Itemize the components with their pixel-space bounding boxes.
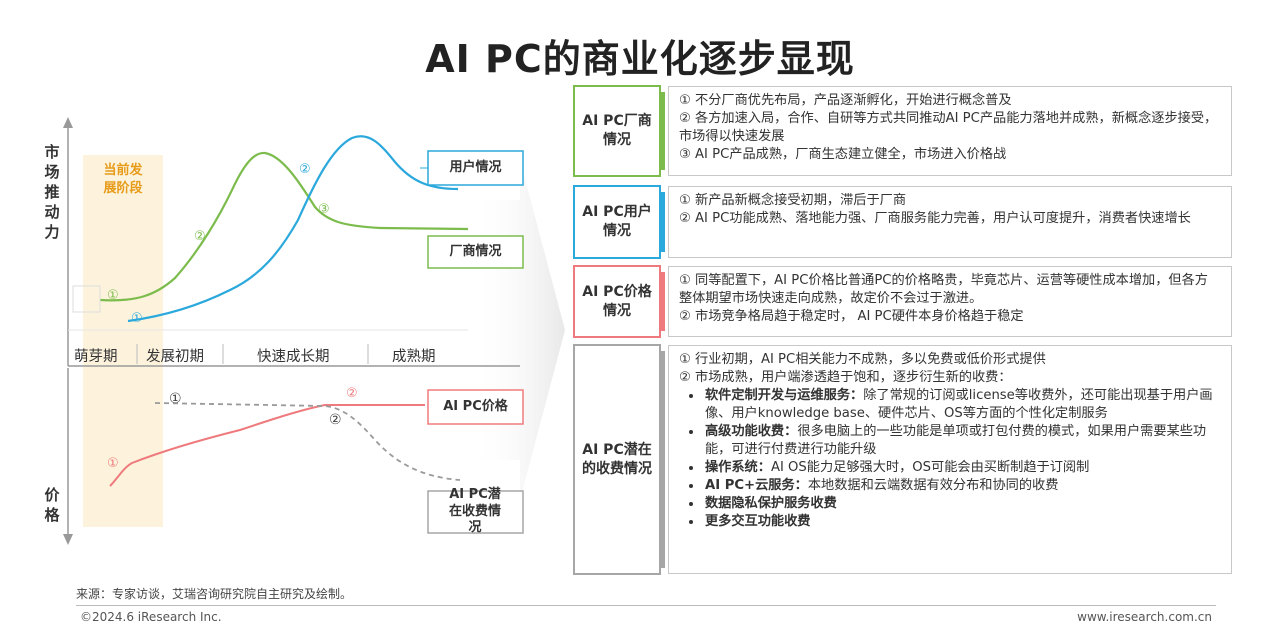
- row1-line: ② 各方加速入局，合作、自研等方式共同推动AI PC产品能力落地并成熟，新概念逐…: [679, 111, 1218, 144]
- row2-line: ② AI PC功能成熟、落地能力强、厂商服务能力完善，用户认可度提升，消费者快速…: [679, 211, 1191, 226]
- current-stage-band: [83, 155, 163, 527]
- transition-arrow: [470, 160, 565, 500]
- y-axis-top-label: 市场推动力: [44, 143, 60, 241]
- charge-bullet: 软件定制开发与运维服务：除了常规的订阅或license等收费外，还可能出现基于用…: [703, 387, 1221, 423]
- price-marker-1: ①: [107, 456, 119, 471]
- row3-accent-bar: [661, 272, 665, 331]
- source-note: 来源：专家访谈，艾瑞咨询研究院自主研究及绘制。: [76, 587, 353, 601]
- charge-label: AI PC潜在收费情况: [446, 487, 504, 535]
- row2-label: AI PC用户情况: [580, 192, 654, 252]
- vendor-marker-2: ②: [194, 229, 206, 244]
- y-axis-bottom-label: 价格: [44, 486, 60, 524]
- stage-germination: 萌芽期: [74, 349, 118, 365]
- row4-line: ① 行业初期，AI PC相关能力不成熟，多以免费或低价形式提供: [679, 352, 1046, 367]
- website-link[interactable]: www.iresearch.com.cn: [1077, 610, 1212, 624]
- copyright: ©2024.6 iResearch Inc.: [80, 610, 222, 624]
- page-title: AI PC的商业化逐步显现: [425, 37, 855, 81]
- stage-mature: 成熟期: [392, 349, 436, 365]
- charge-bullet: 更多交互功能收费: [703, 513, 1221, 531]
- row2-line: ① 新产品新概念接受初期，滞后于厂商: [679, 193, 907, 208]
- charge-marker-2: ②: [329, 412, 342, 428]
- row4-label: AI PC潜在的收费情况: [580, 351, 654, 568]
- charge-bullet: AI PC+云服务：本地数据和云端数据有效分布和协同的收费: [703, 477, 1221, 495]
- vendor-marker-3: ③: [318, 202, 330, 217]
- row1-accent-bar: [661, 92, 665, 170]
- charge-curve: [154, 402, 461, 481]
- charge-bullet-list: 软件定制开发与运维服务：除了常规的订阅或license等收费外，还可能出现基于用…: [679, 387, 1221, 531]
- user-marker-2: ②: [299, 162, 311, 177]
- stage-early-development: 发展初期: [146, 349, 204, 365]
- charge-marker-1: ①: [169, 391, 182, 407]
- row1-line: ③ AI PC产品成熟，厂商生态建立健全，市场进入价格战: [679, 147, 1007, 162]
- vendor-curve: [99, 151, 469, 302]
- row1-label: AI PC厂商情况: [580, 92, 654, 170]
- row4-line: ② 市场成熟，用户端渗透趋于饱和，逐步衍生新的收费：: [679, 370, 1012, 385]
- y-axis-top-arrowhead: [63, 117, 73, 128]
- charge-bullet: 操作系统：AI OS能力足够强大时，OS可能会由买断制趋于订阅制: [703, 459, 1221, 477]
- user-curve: [127, 135, 459, 323]
- row3-label: AI PC价格情况: [580, 272, 654, 331]
- row2-accent-bar: [661, 192, 665, 252]
- marker-box: [72, 285, 101, 313]
- footer-divider: [76, 605, 1216, 606]
- row4-text: ① 行业初期，AI PC相关能力不成熟，多以免费或低价形式提供 ② 市场成熟，用…: [668, 345, 1232, 574]
- row3-text: ① 同等配置下，AI PC价格比普通PC的价格略贵，毕竟芯片、运营等硬性成本增加…: [668, 266, 1232, 337]
- row2-text: ① 新产品新概念接受初期，滞后于厂商 ② AI PC功能成熟、落地能力强、厂商服…: [668, 186, 1232, 258]
- y-axis-bottom-arrowhead: [63, 534, 73, 545]
- price-marker-2: ②: [346, 386, 358, 401]
- row3-line: ② 市场竞争格局趋于稳定时， AI PC硬件本身价格趋于稳定: [679, 309, 1024, 324]
- row1-text: ① 不分厂商优先布局，产品逐渐孵化，开始进行概念普及 ② 各方加速入局，合作、自…: [668, 86, 1232, 176]
- row1-line: ① 不分厂商优先布局，产品逐渐孵化，开始进行概念普及: [679, 93, 1012, 108]
- charge-bullet: 数据隐私保护服务收费: [703, 495, 1221, 513]
- stage-rapid-growth: 快速成长期: [257, 349, 330, 365]
- charge-bullet: 高级功能收费：很多电脑上的一些功能是单项或打包付费的模式，如果用户需要某些功能，…: [703, 423, 1221, 459]
- price-curve: [109, 404, 425, 487]
- row3-line: ① 同等配置下，AI PC价格比普通PC的价格略贵，毕竟芯片、运营等硬性成本增加…: [679, 273, 1208, 306]
- user-label: 用户情况: [430, 153, 521, 183]
- vendor-label: 厂商情况: [430, 238, 521, 266]
- vendor-marker-1: ①: [107, 288, 119, 303]
- user-marker-1: ①: [131, 311, 143, 326]
- row4-accent-bar: [661, 351, 665, 568]
- price-label: AI PC价格: [430, 392, 521, 422]
- current-stage-label: 当前发展阶段: [103, 163, 143, 196]
